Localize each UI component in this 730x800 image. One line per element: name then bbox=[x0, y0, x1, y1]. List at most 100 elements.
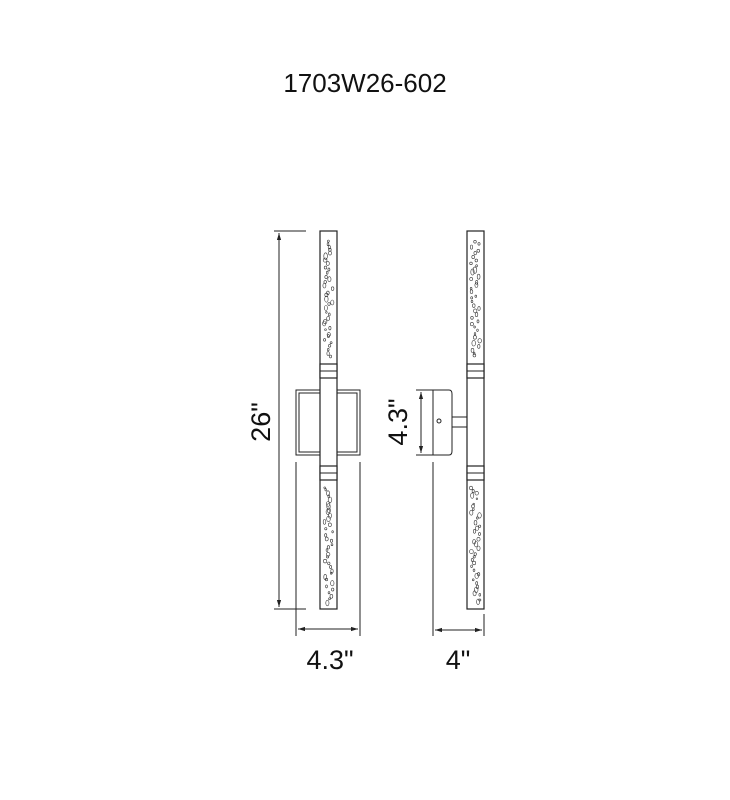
bubble bbox=[326, 242, 330, 246]
bubble bbox=[470, 564, 473, 568]
bubble bbox=[474, 282, 479, 288]
bubble bbox=[322, 282, 327, 289]
bubble bbox=[472, 560, 477, 566]
bubble bbox=[331, 286, 335, 291]
bubble bbox=[474, 491, 479, 496]
bubble bbox=[328, 312, 331, 317]
bubble bbox=[330, 299, 335, 306]
bubble bbox=[478, 593, 481, 597]
bubble bbox=[469, 244, 473, 250]
bubble bbox=[326, 545, 330, 550]
bubble bbox=[474, 573, 479, 579]
bubble bbox=[474, 541, 479, 548]
bubble bbox=[472, 507, 475, 511]
height-label: 26" bbox=[246, 402, 276, 442]
bubble bbox=[470, 347, 475, 353]
bubble bbox=[322, 257, 328, 263]
model-number-title: 1703W26-602 bbox=[283, 68, 447, 98]
bubble bbox=[325, 599, 330, 607]
bubble bbox=[329, 565, 333, 569]
side-bubbles bbox=[469, 240, 482, 605]
bubble bbox=[472, 353, 477, 358]
bubble bbox=[472, 266, 478, 274]
bubble bbox=[474, 294, 477, 298]
front-view bbox=[295, 230, 361, 610]
bubble bbox=[477, 242, 481, 246]
bubble bbox=[473, 528, 476, 534]
bubble bbox=[328, 250, 332, 256]
bubble bbox=[473, 325, 476, 329]
bubble bbox=[325, 261, 330, 266]
bubble bbox=[325, 584, 328, 589]
bubble bbox=[469, 277, 474, 281]
bubble bbox=[324, 488, 327, 492]
bubble bbox=[476, 273, 481, 280]
bubble bbox=[323, 252, 328, 260]
bubble bbox=[331, 587, 335, 592]
bubble bbox=[478, 532, 481, 536]
bubble bbox=[324, 527, 328, 531]
bubble bbox=[473, 552, 477, 556]
bubble bbox=[471, 340, 476, 347]
bubble bbox=[325, 548, 329, 552]
bubble bbox=[472, 303, 476, 308]
bubble bbox=[474, 258, 478, 263]
bubble bbox=[327, 276, 332, 283]
bubble bbox=[471, 255, 475, 260]
bubble bbox=[469, 322, 474, 327]
bubble bbox=[326, 316, 330, 321]
bubble bbox=[323, 338, 327, 342]
bubble bbox=[323, 558, 328, 564]
bubble bbox=[327, 561, 331, 566]
bubble bbox=[326, 501, 331, 507]
bubble bbox=[327, 507, 331, 514]
bubble bbox=[473, 520, 478, 526]
bubble bbox=[323, 486, 326, 489]
bubble bbox=[328, 522, 332, 527]
bubble bbox=[470, 268, 475, 276]
bubble bbox=[476, 319, 480, 324]
bubble bbox=[330, 571, 333, 575]
bubble bbox=[329, 538, 333, 543]
screw-icon bbox=[436, 418, 442, 424]
bubble bbox=[476, 545, 481, 551]
bubble bbox=[331, 530, 334, 534]
bubble bbox=[328, 597, 331, 601]
bubble bbox=[472, 555, 476, 559]
bubble bbox=[327, 591, 331, 595]
bubble bbox=[322, 320, 327, 327]
bubble bbox=[326, 555, 330, 559]
bubble bbox=[477, 344, 481, 349]
bubble bbox=[322, 519, 327, 525]
bubble bbox=[324, 577, 328, 582]
height-dimension: 26" bbox=[246, 230, 306, 610]
depth-label: 4" bbox=[446, 645, 471, 675]
bubble bbox=[324, 292, 329, 298]
bubble bbox=[325, 310, 328, 314]
bubble bbox=[326, 351, 330, 356]
bubble bbox=[469, 261, 473, 266]
bubble bbox=[472, 351, 476, 355]
depth-dimension: 4" bbox=[432, 462, 485, 675]
bubble bbox=[474, 311, 479, 317]
bubble bbox=[470, 299, 474, 303]
bubble bbox=[324, 533, 328, 538]
bubble bbox=[327, 348, 330, 352]
bubble bbox=[469, 485, 473, 491]
bubble bbox=[473, 240, 477, 244]
bubble bbox=[329, 593, 334, 599]
backplate-height-label: 4.3" bbox=[383, 398, 413, 445]
bubble bbox=[327, 267, 331, 272]
bubble bbox=[329, 354, 332, 359]
bubble bbox=[473, 332, 477, 336]
bubble bbox=[327, 245, 331, 250]
bubble bbox=[324, 536, 329, 542]
bubble bbox=[326, 332, 331, 337]
front-bubbles bbox=[322, 239, 335, 607]
width-label: 4.3" bbox=[306, 645, 353, 675]
bubble bbox=[477, 512, 482, 519]
bubble bbox=[329, 341, 333, 345]
bubble bbox=[323, 265, 328, 270]
bubble bbox=[328, 326, 332, 331]
